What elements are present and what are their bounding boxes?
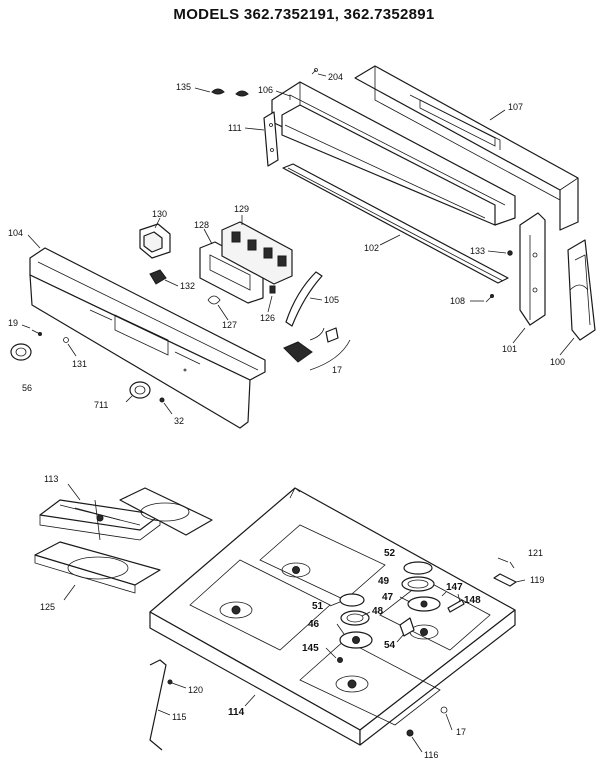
- callout-52: 52: [384, 548, 396, 559]
- callout-131: 131: [72, 359, 87, 369]
- callout-129: 129: [234, 204, 249, 214]
- part-711-knob: [129, 381, 151, 399]
- part-126-clip: [269, 285, 276, 294]
- callout-51: 51: [312, 601, 324, 612]
- part-204-screw: [311, 68, 318, 75]
- callout-132: 132: [180, 281, 195, 291]
- callout-147: 147: [446, 582, 463, 593]
- callout-148: 148: [464, 595, 481, 606]
- part-148-electrode: [447, 599, 465, 613]
- callout-102: 102: [364, 243, 379, 253]
- callout-47: 47: [382, 592, 394, 603]
- callout-145: 145: [302, 643, 319, 654]
- part-114-cooktop: [149, 487, 516, 746]
- part-120-screw: [167, 679, 173, 685]
- callout-32: 32: [174, 416, 184, 426]
- callout-19: 19: [8, 318, 18, 328]
- callout-126: 126: [260, 313, 275, 323]
- callout-108: 108: [450, 296, 465, 306]
- part-130-clock: [139, 223, 171, 259]
- callout-115: 115: [172, 712, 186, 722]
- part-49-burner: [401, 576, 435, 592]
- part-52-burner-cap: [403, 561, 433, 575]
- part-48-burner: [340, 610, 370, 626]
- part-127-spring: [207, 295, 221, 305]
- callout-711: 711: [94, 400, 108, 410]
- part-101-end-bracket: [519, 212, 546, 326]
- part-102-trim: [282, 163, 509, 284]
- callout-121: 121: [528, 548, 543, 558]
- part-131-clip: [63, 337, 69, 343]
- callout-111: 111: [228, 123, 242, 133]
- part-108-screw: [485, 294, 494, 303]
- callout-106: 106: [258, 85, 273, 95]
- callout-105: 105: [324, 295, 339, 305]
- part-56-knob: [10, 343, 32, 361]
- callout-101: 101: [502, 344, 517, 354]
- part-133-screw: [507, 250, 513, 256]
- callout-119: 119: [530, 575, 544, 585]
- part-132-switch: [149, 269, 167, 285]
- callout-48: 48: [372, 606, 384, 617]
- part-104-control-panel: [29, 247, 266, 429]
- callout-56: 56: [22, 383, 32, 393]
- part-105-harness: [285, 271, 323, 327]
- callout-130: 130: [152, 209, 167, 219]
- callout-labels: 135 204 106 107 111 102 130 128 129 104 …: [8, 72, 565, 760]
- part-32-screw: [159, 397, 165, 403]
- callout-135: 135: [176, 82, 191, 92]
- part-106-backguard: [271, 81, 516, 226]
- callout-125: 125: [40, 602, 55, 612]
- part-drip-pan-upper: [119, 487, 213, 536]
- part-17-switch: [283, 327, 351, 371]
- callout-127: 127: [222, 320, 237, 330]
- callout-116: 116: [424, 750, 438, 760]
- part-125-drip-tray: [34, 541, 161, 594]
- part-100-end-cap: [567, 239, 596, 341]
- part-19-screw: [31, 329, 42, 336]
- callout-54: 54: [384, 640, 396, 651]
- part-46-burner-base: [339, 631, 373, 649]
- part-17-clip: [440, 706, 448, 714]
- part-111-left-bracket: [263, 111, 279, 167]
- part-115-support-rod: [149, 659, 167, 751]
- part-107-rear-cover: [354, 65, 579, 231]
- part-116-screw: [406, 729, 414, 737]
- callout-104: 104: [8, 228, 23, 238]
- callout-113: 113: [44, 474, 58, 484]
- callout-49: 49: [378, 576, 390, 587]
- callout-100: 100: [550, 357, 565, 367]
- part-135-clip: [211, 88, 249, 97]
- callout-17-lower: 17: [456, 727, 466, 737]
- callout-46: 46: [308, 619, 320, 630]
- part-129-board: [221, 221, 293, 285]
- part-119-bracket: [493, 573, 517, 587]
- part-145-orifice: [337, 657, 343, 663]
- diagram-title: MODELS 362.7352191, 362.7352891: [173, 6, 435, 23]
- callout-107: 107: [508, 102, 523, 112]
- callout-204: 204: [328, 72, 343, 82]
- part-51-burner-cap: [339, 593, 365, 607]
- callout-17-upper: 17: [332, 365, 342, 375]
- part-128-bezel: [199, 241, 264, 304]
- callout-114: 114: [228, 707, 245, 718]
- callout-133: 133: [470, 246, 485, 256]
- leader-lines: [21, 73, 575, 753]
- part-147-screw: [441, 591, 447, 597]
- part-47-burner-base: [407, 596, 441, 612]
- part-54-igniter: [399, 617, 415, 637]
- callout-128: 128: [194, 220, 209, 230]
- part-121-screw: [509, 561, 515, 569]
- callout-120: 120: [188, 685, 203, 695]
